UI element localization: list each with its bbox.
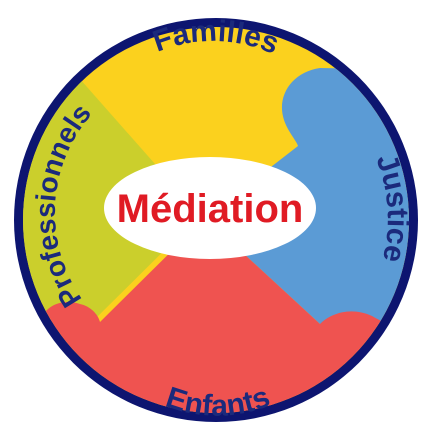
center-oval <box>104 157 316 259</box>
segment-justice <box>205 68 409 324</box>
segment-professionnels <box>23 60 200 322</box>
segment-enfants <box>23 218 409 413</box>
center-label: Médiation <box>117 187 304 231</box>
